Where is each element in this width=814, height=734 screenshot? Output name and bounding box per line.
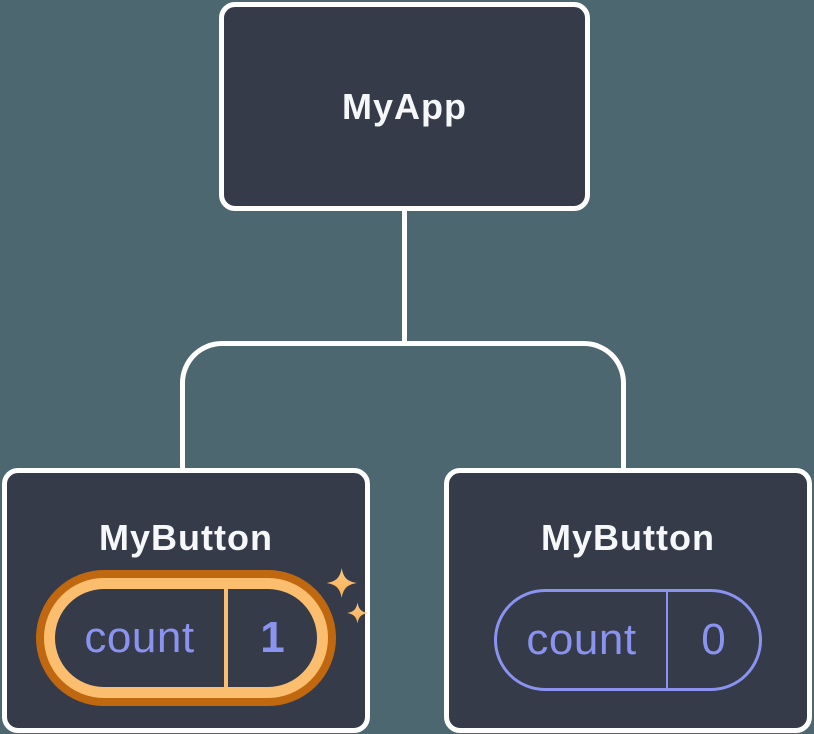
state-value-cell: 0 [668,592,759,688]
state-key-label: count [526,615,637,665]
state-highlight-ring: count 1 [36,570,336,707]
edge-branch-bracket [180,341,626,468]
edge-root-stub [402,208,407,344]
node-myapp-label: MyApp [342,85,467,127]
state-pill: count 0 [494,589,762,692]
state-key-cell: count [55,589,224,687]
state-value: 1 [260,613,285,663]
state-pill: count 1 [55,589,317,688]
node-mybutton-unchanged: MyButton count 0 [444,468,812,733]
state-key-label: count [84,613,195,663]
state-value-cell: 1 [228,589,317,687]
sparkles-icon [326,568,368,624]
state-value: 0 [701,615,726,665]
state-pill-divider [666,592,668,689]
state-key-cell: count [497,592,666,688]
node-mybutton-unchanged-label: MyButton [541,517,715,558]
node-mybutton-updated: MyButton count 1 [2,468,370,733]
node-myapp: MyApp [219,2,590,211]
node-mybutton-updated-label: MyButton [99,517,273,558]
state-pill-divider [224,589,228,688]
